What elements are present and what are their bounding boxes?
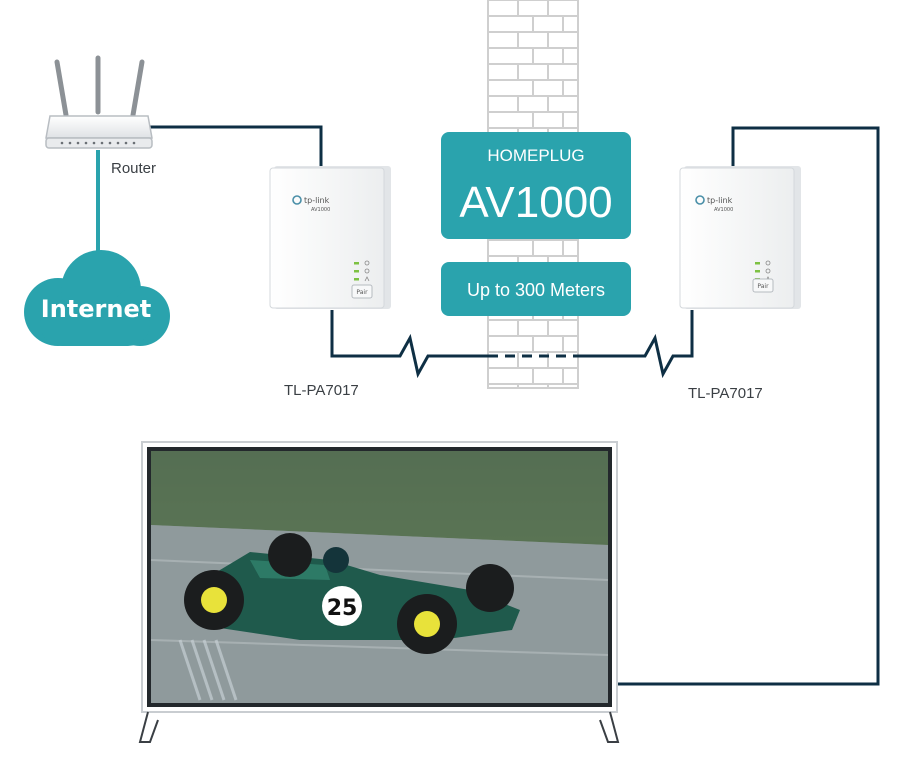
range-label: Up to 300 Meters [467,280,605,300]
internet-label: Internet [41,295,151,323]
range-badge: Up to 300 Meters [441,262,631,316]
badge-line1: HOMEPLUG [487,146,584,165]
powerline-right [578,310,694,379]
svg-text:AV1000: AV1000 [311,207,330,213]
powerline-left [330,310,488,379]
svg-text:AV1000: AV1000 [714,207,733,213]
router-icon [45,55,153,149]
router-to-adapter-cable [150,125,323,168]
svg-text:Pair: Pair [356,289,368,296]
adapter-to-tv-cable [612,126,880,686]
status-leds-icon [354,260,370,282]
tp-link-logo-icon: tp-link AV1000 [695,195,733,213]
router-label: Router [111,160,156,177]
left-adapter-model: TL-PA7017 [284,382,359,399]
car-number: 25 [327,596,358,621]
svg-text:Pair: Pair [757,283,769,290]
powerline-adapter-left: tp-link AV1000 Pair [269,166,391,309]
pair-button[interactable]: Pair [752,278,774,293]
network-wires [96,125,880,686]
tv-foot-left [138,711,159,743]
homeplug-badge: HOMEPLUG AV1000 [441,132,631,239]
right-adapter-model: TL-PA7017 [688,385,763,402]
badge-line2: AV1000 [459,178,612,227]
tv-foot-right [599,711,620,743]
pair-button[interactable]: Pair [351,284,373,299]
svg-text:tp-link: tp-link [304,196,330,205]
tv-screen-race-car-photo: 25 [150,451,609,703]
car-wheels [184,533,514,654]
powerline-adapter-right: tp-link AV1000 Pair [679,166,801,309]
television: 25 [138,441,620,743]
tp-link-logo-icon: tp-link AV1000 [292,195,330,213]
svg-text:tp-link: tp-link [707,196,733,205]
internet-cloud-icon [24,250,170,346]
